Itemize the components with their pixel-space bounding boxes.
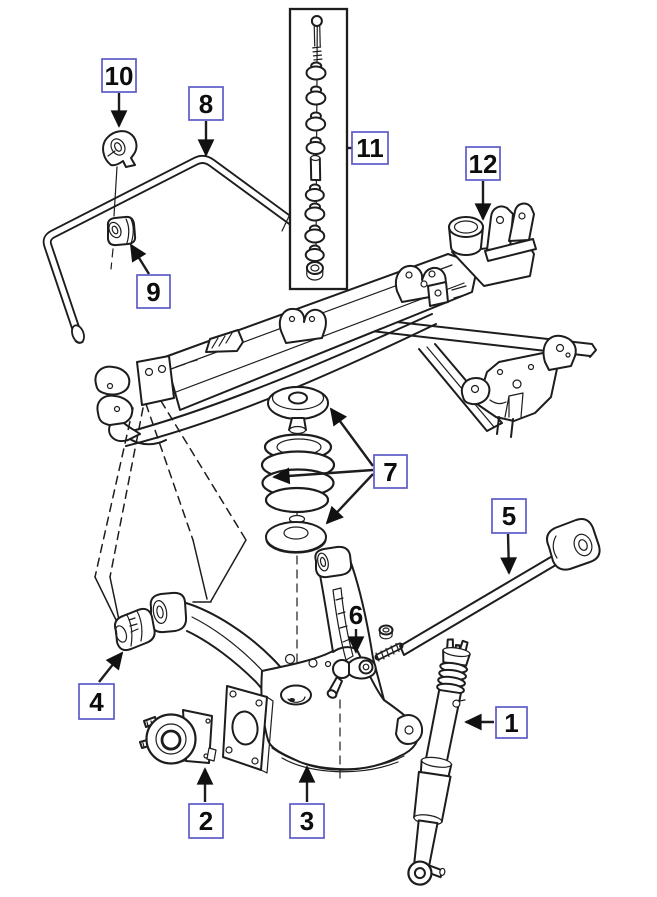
crossmember-left-bracket — [94, 355, 198, 442]
callout-12-box — [465, 146, 501, 181]
callout-3: 3 — [289, 765, 325, 839]
callout-12-label: 12 — [469, 149, 498, 179]
stabilizer-bushing-drawing — [106, 215, 137, 270]
callout-2: 2 — [188, 767, 224, 839]
stabilizer-link-drawing — [326, 624, 394, 779]
callout-6-label: 6 — [349, 600, 363, 630]
callout-5: 5 — [491, 498, 527, 575]
callout-8: 8 — [188, 86, 224, 157]
callout-6: 6 — [347, 600, 365, 654]
link-kit-washers — [304, 61, 327, 281]
callout-8-label: 8 — [199, 89, 213, 119]
link-kit-drawing — [288, 7, 349, 291]
callout-1: 1 — [464, 706, 528, 739]
callout-3-label: 3 — [300, 806, 314, 836]
callout-9-label: 9 — [146, 277, 160, 307]
callout-4-label: 4 — [89, 687, 104, 717]
hub-and-bearing-drawing — [139, 709, 217, 765]
assembly-leader-lines — [94, 400, 247, 623]
callout-2-box — [188, 803, 224, 839]
callout-11-box — [351, 131, 389, 165]
callout-10: 10 — [101, 58, 137, 128]
shock-absorber-drawing — [407, 638, 471, 886]
callout-2-label: 2 — [199, 806, 213, 836]
callout-7: 7 — [272, 407, 408, 525]
callout-4: 4 — [78, 651, 124, 720]
crossmember-drawing — [94, 202, 597, 447]
callout-9: 9 — [129, 243, 171, 309]
callout-12: 12 — [465, 146, 501, 221]
spring-and-insulators-drawing — [260, 385, 336, 688]
lateral-arm-drawing — [374, 518, 601, 662]
crossmember-right-bracket — [460, 334, 577, 438]
callout-7-box — [373, 454, 408, 489]
control-arm-bushing-drawing — [113, 607, 156, 652]
callout-1-box — [495, 706, 528, 739]
callout-10-label: 10 — [105, 61, 134, 91]
callout-5-label: 5 — [502, 501, 516, 531]
callout-3-box — [289, 803, 325, 839]
stabilizer-bar-drawing — [42, 154, 303, 344]
crossmember-cup — [448, 216, 484, 256]
callout-8-box — [188, 86, 224, 121]
callout-9-box — [136, 274, 171, 309]
callout-7-label: 7 — [383, 457, 397, 487]
callout-11: 11 — [347, 131, 389, 165]
stabilizer-bracket-drawing — [102, 130, 138, 217]
knuckle-drawing — [222, 545, 424, 774]
callout-4-box — [78, 683, 115, 720]
callout-5-box — [491, 498, 527, 534]
callout-10-box — [101, 58, 137, 93]
callout-11-label: 11 — [356, 133, 384, 163]
callout-1-label: 1 — [504, 708, 518, 738]
